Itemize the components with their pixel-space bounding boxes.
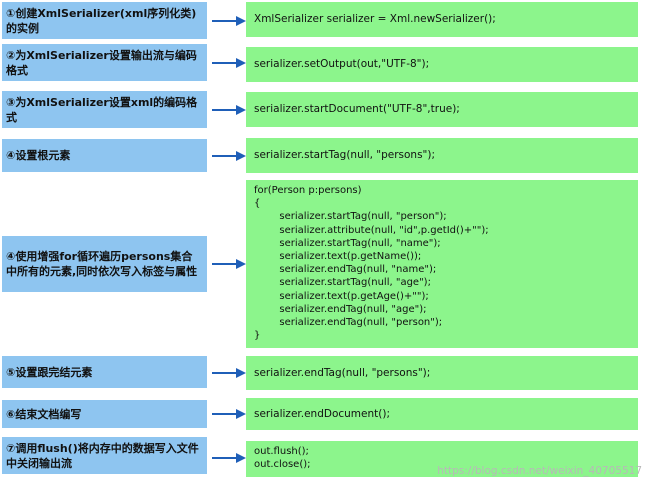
code-line: out.flush(); xyxy=(254,446,309,457)
step-7-label: ⑥结束文档编写 xyxy=(2,400,207,428)
code-line: serializer.startTag(null, "age"); xyxy=(254,277,431,289)
code-line: serializer.endTag(null, "person"); xyxy=(254,317,443,329)
code-line: serializer.attribute(null, "id",p.getId(… xyxy=(254,224,489,236)
arrow-right-icon xyxy=(212,259,246,269)
arrow-right-icon xyxy=(212,16,246,26)
code-line: serializer.startTag(null, "person"); xyxy=(254,211,447,223)
arrow-right-icon xyxy=(212,105,246,115)
step-2-label: ②为XmlSerializer设置输出流与编码格式 xyxy=(2,44,207,81)
step-3-label: ③为XmlSerializer设置xml的编码格式 xyxy=(2,91,207,128)
step-4-label: ④设置根元素 xyxy=(2,139,207,172)
step-3-label-text: ③为XmlSerializer设置xml的编码格式 xyxy=(6,95,198,124)
step-8-label-text: ⑦调用flush()将内存中的数据写入文件中关闭输出流 xyxy=(6,441,199,470)
code-line: serializer.setOutput(out,"UTF-8"); xyxy=(254,58,430,70)
watermark: https://blog.csdn.net/weixin_40705517 xyxy=(437,465,642,477)
step-4-label-text: ④设置根元素 xyxy=(6,149,71,162)
step-6-code: serializer.endTag(null, "persons"); xyxy=(246,356,638,390)
step-1-label: ①创建XmlSerializer(xml序列化类)的实例 xyxy=(2,2,207,39)
arrow-right-icon xyxy=(212,368,246,378)
code-line: out.close(); xyxy=(254,459,311,471)
step-8-label: ⑦调用flush()将内存中的数据写入文件中关闭输出流 xyxy=(2,437,207,474)
code-line: serializer.text(p.getAge()+""); xyxy=(254,290,429,302)
step-5-code: for(Person p:persons) { serializer.start… xyxy=(246,180,638,348)
step-1-code: XmlSerializer serializer = Xml.newSerial… xyxy=(246,2,638,37)
step-7-code: serializer.endDocument(); xyxy=(246,398,638,430)
arrow-right-icon xyxy=(212,409,246,419)
code-line: serializer.text(p.getName()); xyxy=(254,251,422,263)
code-line: serializer.endTag(null, "persons"); xyxy=(254,366,431,379)
arrow-right-icon xyxy=(212,58,246,68)
arrow-right-icon xyxy=(212,453,246,463)
code-line: serializer.endDocument(); xyxy=(254,407,391,420)
step-5-label-text: ④使用增强for循环遍历persons集合中所有的元素,同时依次写入标签与属性 xyxy=(6,250,198,278)
step-6-label: ⑤设置跟完结元素 xyxy=(2,356,207,388)
step-1-label-text: ①创建XmlSerializer(xml序列化类)的实例 xyxy=(6,6,197,35)
code-line: XmlSerializer serializer = Xml.newSerial… xyxy=(254,13,496,25)
code-line: serializer.startTag(null, "name"); xyxy=(254,237,441,249)
step-2-label-text: ②为XmlSerializer设置输出流与编码格式 xyxy=(6,48,197,77)
step-6-label-text: ⑤设置跟完结元素 xyxy=(6,365,93,379)
code-line: for(Person p:persons) xyxy=(254,185,362,196)
code-line: } xyxy=(254,330,261,342)
step-4-code: serializer.startTag(null, "persons"); xyxy=(246,138,638,173)
code-line: serializer.startTag(null, "persons"); xyxy=(254,149,435,161)
step-8-code: out.flush(); out.close(); xyxy=(246,441,638,477)
step-7-label-text: ⑥结束文档编写 xyxy=(6,407,82,421)
code-line: serializer.endTag(null, "name"); xyxy=(254,264,437,276)
code-line: serializer.endTag(null, "age"); xyxy=(254,303,427,315)
step-5-label: ④使用增强for循环遍历persons集合中所有的元素,同时依次写入标签与属性 xyxy=(2,236,207,292)
code-line: serializer.startDocument("UTF-8",true); xyxy=(254,103,460,115)
step-3-code: serializer.startDocument("UTF-8",true); xyxy=(246,92,638,127)
arrow-right-icon xyxy=(212,151,246,161)
step-2-code: serializer.setOutput(out,"UTF-8"); xyxy=(246,47,638,82)
code-line: { xyxy=(254,198,261,210)
